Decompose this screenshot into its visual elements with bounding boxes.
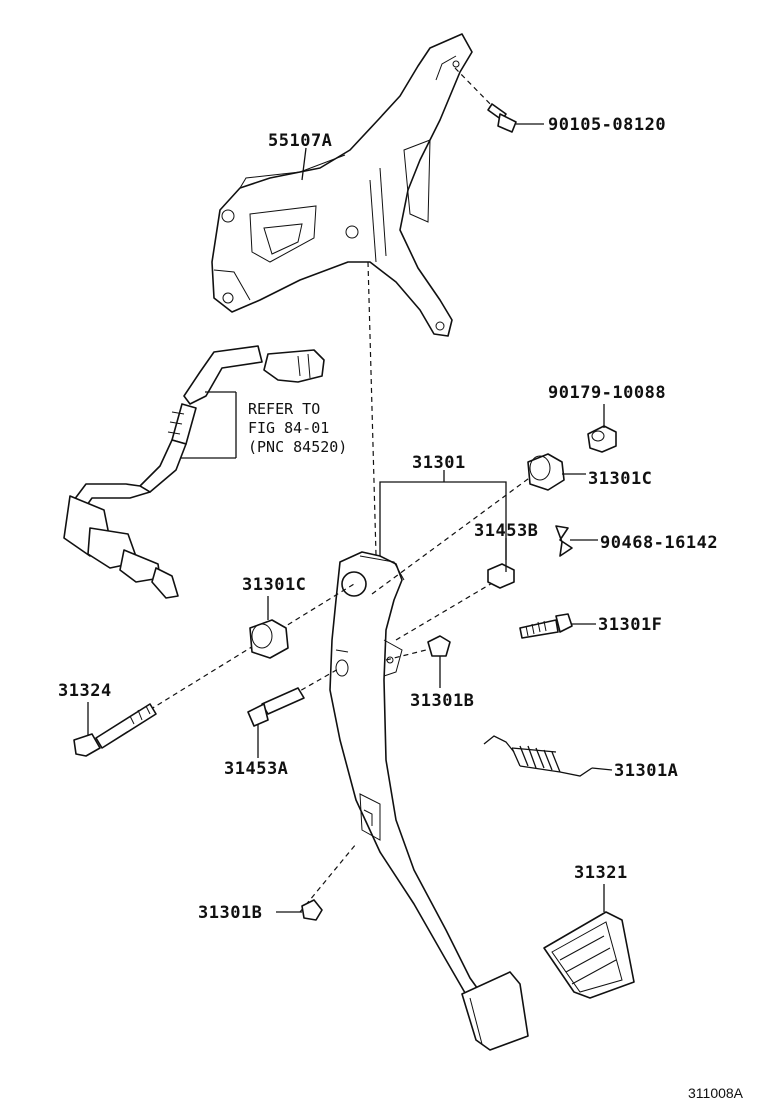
- refer-bracket: [180, 391, 237, 459]
- label-90468-16142: 90468-16142: [600, 533, 718, 553]
- pedal-foot: [461, 971, 529, 1051]
- collar-part: [487, 563, 515, 589]
- stop-lamp-switch: [63, 345, 325, 599]
- label-55107a: 55107A: [268, 131, 332, 151]
- label-31321: 31321: [574, 863, 628, 883]
- label-31453b: 31453B: [474, 521, 538, 541]
- pin-part: [247, 687, 305, 727]
- bolt-small-part: [519, 613, 573, 639]
- label-31301c-left: 31301C: [242, 575, 306, 595]
- label-31301a: 31301A: [614, 761, 678, 781]
- cushion-upper-part: [427, 635, 451, 657]
- refer-note-line1: REFER TO: [248, 400, 320, 418]
- spring-part: [483, 735, 593, 777]
- clip-part: [555, 525, 573, 557]
- assembly-line: [367, 261, 377, 556]
- cushion-lower-part: [301, 899, 323, 921]
- cushion-axis: [299, 843, 357, 913]
- bushing-right-part: [527, 453, 565, 491]
- pivot-bolt-part: [73, 703, 157, 757]
- label-31301: 31301: [412, 453, 466, 473]
- refer-note-line2: FIG 84-01: [248, 419, 329, 437]
- label-31301f: 31301F: [598, 615, 662, 635]
- refer-note-line3: (PNC 84520): [248, 438, 347, 456]
- pedal-pad: [543, 911, 635, 999]
- label-90105-08120: 90105-08120: [548, 115, 666, 135]
- label-31301b-lower: 31301B: [198, 903, 262, 923]
- bracket-part: [211, 33, 473, 337]
- label-90179-10088: 90179-10088: [548, 383, 666, 403]
- bushing-left-part: [249, 619, 289, 659]
- label-31324: 31324: [58, 681, 112, 701]
- label-31453a: 31453A: [224, 759, 288, 779]
- cushion-upper-axis: [385, 647, 435, 661]
- figure-code: 311008A: [688, 1085, 744, 1101]
- label-31301b-upper: 31301B: [410, 691, 474, 711]
- label-31301c-right: 31301C: [588, 469, 652, 489]
- leader-lines: [87, 123, 613, 913]
- bolt-top-part: [454, 67, 517, 133]
- pedal-arm: [329, 551, 481, 999]
- pivot-axis: [371, 475, 533, 595]
- nut-part: [587, 425, 617, 453]
- collar-axis: [395, 581, 495, 641]
